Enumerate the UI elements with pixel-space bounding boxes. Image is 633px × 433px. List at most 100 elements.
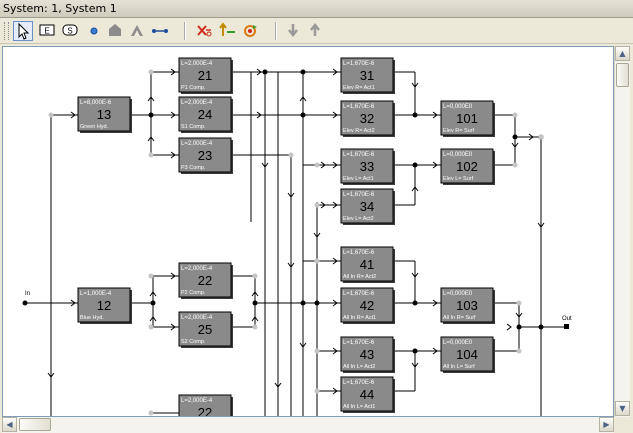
- endpoint-node[interactable]: [288, 152, 294, 158]
- horizontal-scrollbar[interactable]: ◀ ▶: [2, 417, 614, 433]
- scroll-down-button[interactable]: ▼: [615, 401, 630, 416]
- junction-node[interactable]: [314, 300, 320, 306]
- block-body[interactable]: [440, 336, 494, 372]
- endpoint-node[interactable]: [516, 348, 522, 354]
- endpoint-node[interactable]: [512, 162, 518, 168]
- block-body[interactable]: [340, 57, 394, 93]
- block-body[interactable]: [178, 137, 232, 173]
- junction-node[interactable]: [412, 300, 418, 306]
- branch-tool[interactable]: [128, 21, 148, 41]
- block-body[interactable]: [178, 57, 232, 93]
- endpoint-node[interactable]: [252, 273, 258, 279]
- junction-node[interactable]: [412, 348, 418, 354]
- vertical-scroll-thumb[interactable]: [616, 63, 629, 87]
- endpoint-node[interactable]: [148, 69, 154, 75]
- endpoint-node[interactable]: [148, 410, 154, 416]
- junction-node[interactable]: [252, 300, 258, 306]
- junction-node[interactable]: [22, 300, 28, 306]
- junction-node[interactable]: [262, 69, 268, 75]
- junction-node[interactable]: [300, 112, 306, 118]
- endpoint-node[interactable]: [314, 162, 320, 168]
- endpoint-node[interactable]: [314, 348, 320, 354]
- block-body[interactable]: [178, 311, 232, 347]
- junction-node[interactable]: [412, 112, 418, 118]
- junction-node[interactable]: [300, 69, 306, 75]
- endpoint-node[interactable]: [516, 300, 522, 306]
- block-body[interactable]: [178, 394, 232, 416]
- block-body[interactable]: [440, 100, 494, 136]
- flow-arrow: [149, 291, 157, 297]
- block-body[interactable]: [340, 246, 394, 282]
- junction-node[interactable]: [300, 300, 306, 306]
- block-body[interactable]: [340, 376, 394, 412]
- endpoint-node[interactable]: [48, 112, 54, 118]
- block-body[interactable]: [340, 148, 394, 184]
- endpoint-node[interactable]: [512, 112, 518, 118]
- scroll-left-button[interactable]: ◀: [2, 417, 17, 432]
- refresh-tool[interactable]: [241, 21, 261, 41]
- block-22[interactable]: L=2,000E-422: [178, 394, 233, 416]
- move-down-tool[interactable]: [284, 21, 304, 41]
- junction-node[interactable]: [148, 112, 154, 118]
- endpoint-node[interactable]: [252, 324, 258, 330]
- block-body[interactable]: [440, 287, 494, 323]
- endpoint-node[interactable]: [148, 152, 154, 158]
- block-body[interactable]: [178, 96, 232, 132]
- delete-tool[interactable]: [194, 21, 214, 41]
- junction-node[interactable]: [512, 134, 518, 140]
- junction-node[interactable]: [412, 162, 418, 168]
- vertical-scrollbar[interactable]: ▲ ▼: [614, 46, 630, 417]
- house-tool[interactable]: [106, 21, 126, 41]
- horizontal-scroll-thumb[interactable]: [19, 418, 51, 431]
- junction-node[interactable]: [516, 324, 522, 330]
- junction-node[interactable]: [150, 300, 156, 306]
- toolbar-grip[interactable]: [4, 22, 9, 40]
- scroll-up-button[interactable]: ▲: [615, 46, 630, 61]
- block-body[interactable]: [340, 100, 394, 136]
- block-body[interactable]: [440, 148, 494, 184]
- block-body[interactable]: [340, 287, 394, 323]
- pointer-tool[interactable]: [13, 21, 33, 41]
- block-body[interactable]: [340, 188, 394, 224]
- endpoint-node[interactable]: [148, 324, 154, 330]
- endpoint-node[interactable]: [314, 202, 320, 208]
- endpoint-node[interactable]: [314, 388, 320, 394]
- block-body[interactable]: [77, 96, 131, 132]
- endpoint-node[interactable]: [148, 273, 154, 279]
- event-block-tool[interactable]: E: [38, 21, 58, 41]
- endpoint-node[interactable]: [314, 258, 320, 264]
- junction-node[interactable]: [538, 324, 544, 330]
- connector-tool[interactable]: [150, 21, 170, 41]
- node-tool[interactable]: [85, 21, 105, 41]
- subsystem-block-tool[interactable]: S: [61, 21, 81, 41]
- endpoint-node[interactable]: [538, 134, 544, 140]
- block-body[interactable]: [178, 262, 232, 298]
- out-terminal[interactable]: [564, 324, 569, 329]
- align-tool[interactable]: [218, 21, 238, 41]
- scroll-right-button[interactable]: ▶: [599, 417, 614, 432]
- block-body[interactable]: [77, 287, 131, 323]
- block-body[interactable]: [340, 336, 394, 372]
- move-up-tool[interactable]: [306, 21, 326, 41]
